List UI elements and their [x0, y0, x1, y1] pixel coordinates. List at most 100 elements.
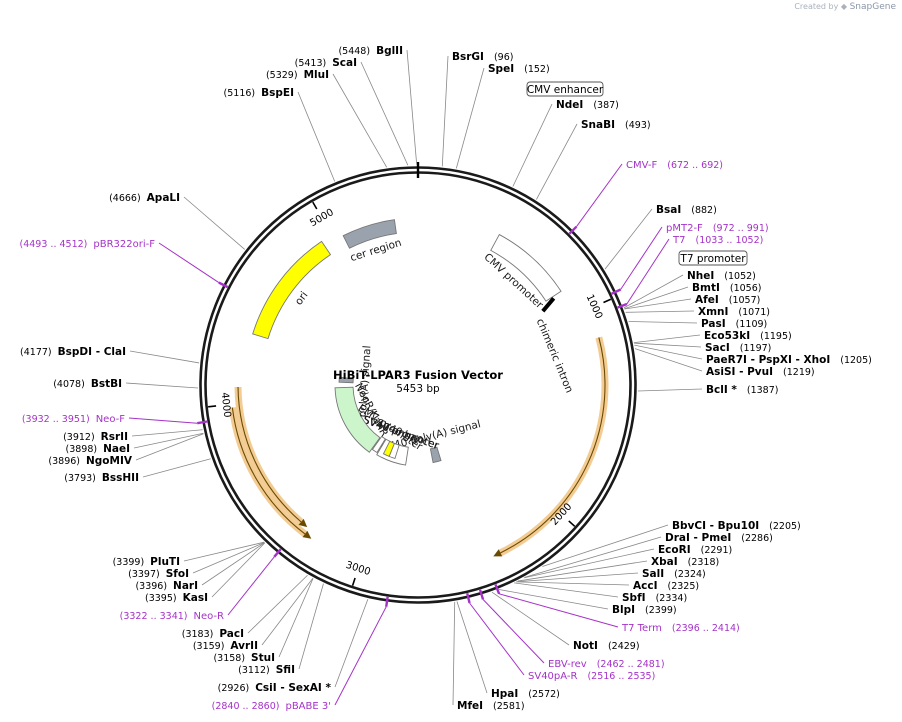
primer-t7-term: T7 Term(2396 .. 2414): [621, 623, 740, 634]
tick-label-1000: 1000: [584, 293, 604, 321]
primer-range: (672 .. 692): [667, 160, 723, 171]
site-hpai: HpaI(2572): [491, 688, 560, 700]
tick-mark-3000: [351, 577, 356, 586]
cmv-enhancer-outside-label: CMV enhancer: [527, 84, 604, 96]
site-position: (96): [494, 52, 514, 63]
site-bglii: (5448)BglII: [338, 45, 403, 57]
site-leader: [278, 578, 314, 658]
cmv-enhancer-label-box: [526, 81, 604, 97]
site-position: (3395): [145, 593, 177, 604]
plasmid-size: 5453 bp: [396, 383, 440, 395]
site-name: CsiI - SexAI *: [255, 682, 331, 694]
site-apali: (4666) ApaLI: [109, 192, 180, 204]
tick-mark-2000: [568, 520, 576, 527]
poly-a-signal-feature: [338, 376, 354, 384]
site-position: (2429): [608, 641, 640, 652]
site-name: Eco53kI: [704, 330, 750, 342]
site-name: ApaLI: [147, 192, 180, 204]
site-drai-pmei: DraI - PmeI (2286): [665, 532, 773, 544]
site-bbvci-bpu10i: BbvCI - Bpu10I(2205): [672, 520, 801, 532]
site-name: XbaI: [651, 556, 678, 568]
site-xbai: XbaI (2318): [651, 556, 719, 568]
site-name: EcoRI: [658, 544, 691, 556]
orf-layer: [228, 336, 609, 557]
site-position: (1071): [738, 307, 770, 318]
site-position: (3159): [193, 641, 225, 652]
site-leader: [247, 574, 308, 634]
site-name: MfeI: [457, 700, 483, 712]
sv40-ori-feature: [382, 440, 395, 457]
site-leader: [523, 548, 655, 579]
site-name: NdeI: [556, 99, 583, 111]
site-sfoi: (3397)SfoI: [128, 568, 189, 580]
site-name: BspDI - ClaI: [58, 346, 126, 358]
site-name: BglII: [376, 45, 403, 57]
site-acci: AccI(2325): [633, 580, 699, 592]
ori-feature: [252, 240, 332, 340]
site-leader: [201, 542, 265, 586]
primer-range: (972 .. 991): [713, 223, 769, 234]
site-snabi: SnaBI(493): [581, 119, 651, 131]
site-leader: [129, 350, 200, 364]
site-leader: [624, 286, 689, 310]
site-name: BmtI: [692, 282, 720, 294]
tick-mark-4000: [208, 405, 217, 408]
primer-name: pMT2-F: [666, 223, 703, 234]
site-position: (2286): [741, 533, 773, 544]
site-name: SpeI: [488, 63, 514, 75]
leader-lines: [125, 49, 703, 706]
site-position: (2318): [688, 557, 720, 568]
site-csii-sexai: (2926)CsiI - SexAI *: [218, 682, 332, 694]
site-leader: [334, 599, 369, 688]
primer-marker: [218, 281, 229, 289]
primer-range: (2396 .. 2414): [672, 623, 740, 634]
site-pasi: PasI(1109): [701, 318, 767, 330]
orf-arrowhead: [302, 530, 312, 539]
site-name: AfeI: [695, 294, 719, 306]
site-name: NgoMIV: [86, 455, 133, 467]
tick-label-3000: 3000: [344, 560, 372, 578]
tick-mark-1000: [603, 298, 612, 304]
site-name: BsrGI: [452, 51, 484, 63]
site-paci: (3183)PacI: [182, 628, 244, 640]
primer-leader: [227, 556, 275, 616]
site-noti: NotI(2429): [573, 640, 640, 652]
site-leader: [491, 591, 570, 646]
primer-range: (4493 .. 4512): [20, 239, 88, 250]
site-leader: [536, 123, 578, 200]
site-name: BssHII: [102, 472, 139, 484]
primer-leader: [469, 602, 525, 676]
site-ngomiv: (3896) NgoMIV: [48, 455, 132, 467]
site-leader: [498, 589, 609, 610]
site-name: AccI: [633, 580, 657, 592]
site-position: (882): [691, 205, 717, 216]
site-name: BbvCI - Bpu10I: [672, 520, 759, 532]
site-leader: [634, 344, 703, 360]
tick-label-4000: 4000: [219, 392, 233, 418]
site-name: DraI - PmeI: [665, 532, 731, 544]
site-leader: [456, 601, 488, 694]
site-position: (4666): [109, 193, 141, 204]
site-sali: SalI(2324): [642, 568, 706, 580]
site-position: (493): [625, 120, 651, 131]
ori-label: ori: [293, 289, 311, 307]
credit-prefix: Created by: [794, 2, 839, 11]
site-bspei: (5116)BspEI: [224, 87, 294, 99]
site-nari: (3396)NarI: [135, 580, 198, 592]
site-position: (1056): [730, 283, 762, 294]
site-position: (1197): [740, 343, 772, 354]
site-name: SbfI: [622, 592, 646, 604]
site-name: SacI: [705, 342, 730, 354]
primer-name: pBR322ori-F: [93, 239, 155, 250]
poly-a-signal-label: poly(A) signal: [357, 345, 374, 418]
site-saci: SacI (1197): [705, 342, 771, 354]
site-position: (3896): [48, 456, 80, 467]
site-afei: AfeI(1057): [695, 294, 760, 306]
site-sfii: (3112)SfiI: [238, 664, 295, 676]
site-name: AsiSI - PvuI: [706, 366, 773, 378]
site-ndei: NdeI(387): [556, 99, 619, 111]
orf-arrowhead: [298, 518, 308, 528]
site-ecori: EcoRI(2291): [658, 544, 732, 556]
